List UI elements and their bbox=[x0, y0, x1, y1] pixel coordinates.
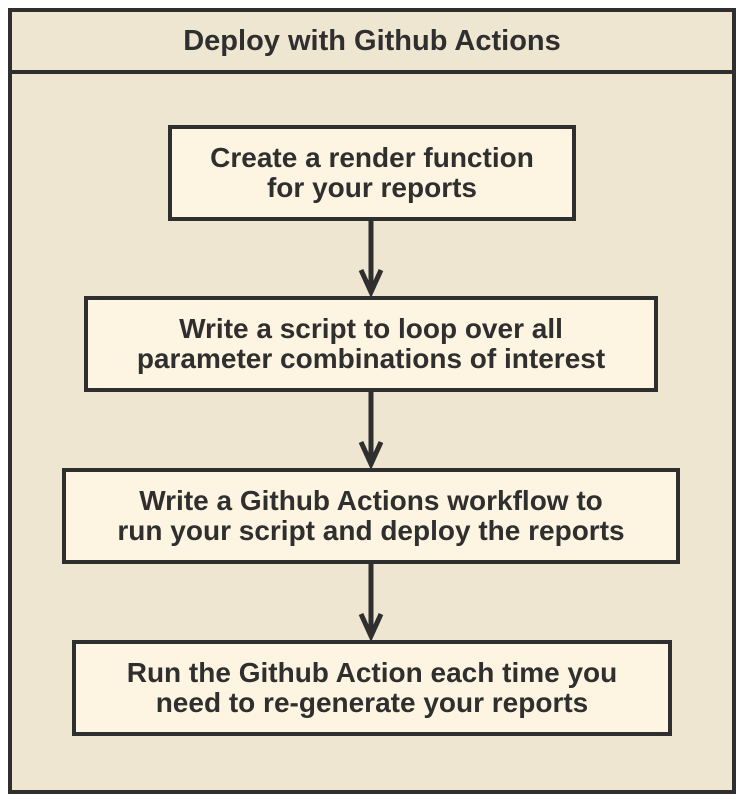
step-label: Write a Github Actions workflow to run y… bbox=[117, 485, 625, 546]
step-create-render-function: Create a render function for your report… bbox=[168, 125, 576, 221]
step-run-action: Run the Github Action each time you need… bbox=[72, 640, 672, 736]
step-write-loop-script: Write a script to loop over all paramete… bbox=[84, 296, 658, 392]
step-label: Write a script to loop over all paramete… bbox=[136, 313, 606, 374]
step-label: Run the Github Action each time you need… bbox=[126, 657, 618, 718]
step-label: Create a render function for your report… bbox=[210, 142, 534, 203]
diagram-title: Deploy with Github Actions bbox=[12, 12, 732, 74]
step-write-workflow: Write a Github Actions workflow to run y… bbox=[62, 468, 680, 564]
